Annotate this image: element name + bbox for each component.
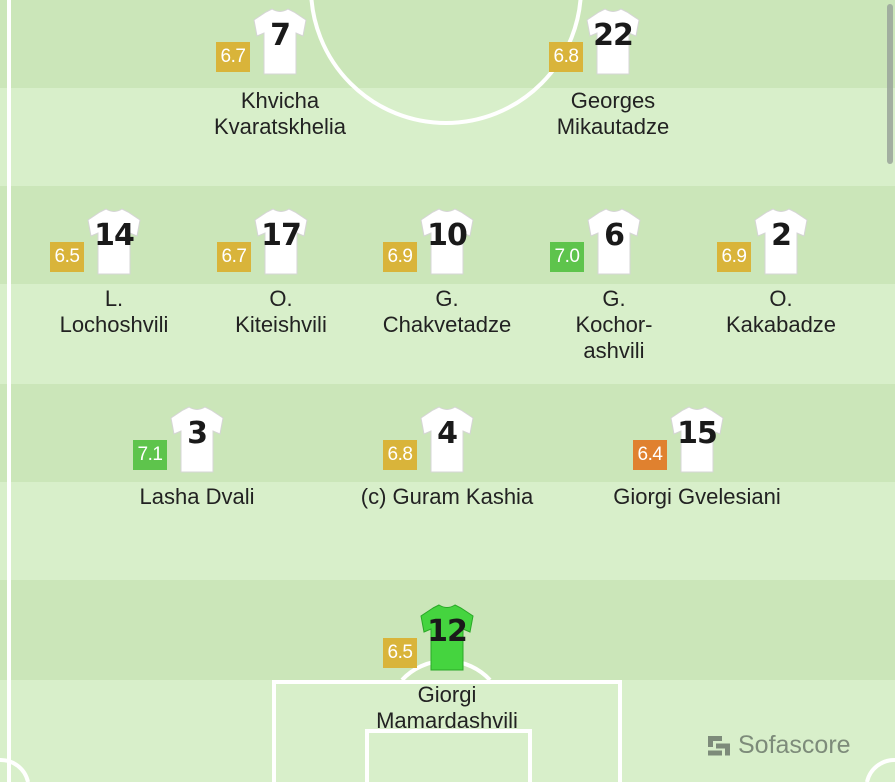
player-name: O.Kiteishvili [191, 286, 371, 338]
player-name: Giorgi Mamardashvili [357, 682, 537, 734]
pitch-stripe [0, 482, 895, 580]
player-shirt: 2 [751, 208, 811, 278]
player-name-line: Giorgi Gvelesiani [613, 484, 781, 509]
player-rating-badge: 6.5 [383, 638, 417, 668]
player-name-line: O. [269, 286, 293, 311]
player-rating-badge: 6.4 [633, 440, 667, 470]
player-rating-badge: 6.9 [717, 242, 751, 272]
player-shirt: 7 [250, 8, 310, 78]
player-shirt: 6 [584, 208, 644, 278]
shirt-icon [420, 604, 474, 671]
player-name-line: Kiteishvili [235, 312, 327, 337]
player-name-line: L. [104, 286, 124, 311]
shirt-number: 14 [94, 218, 135, 253]
shirt-icon [420, 208, 474, 275]
shirt-number: 15 [677, 416, 718, 451]
player-name-line: (c) Guram Kashia [360, 484, 534, 509]
shirt-number: 3 [187, 416, 208, 451]
player-name-line: Giorgi Mamardashvili [376, 682, 518, 733]
player-name: Georges Mikautadze [523, 88, 703, 140]
player-name-line: Georges Mikautadze [556, 88, 670, 139]
shirt-icon [670, 406, 724, 473]
player-rating-badge: 6.7 [217, 242, 251, 272]
player-shirt: 3 [167, 406, 227, 476]
player-name-line: Chakvetadze [382, 312, 512, 337]
shirt-number: 12 [427, 614, 468, 649]
player-name-line: ashvili [583, 338, 645, 363]
player-name: Khvicha Kvaratskhelia [190, 88, 370, 140]
pitch-stripe [0, 88, 895, 186]
shirt-number: 22 [593, 18, 634, 53]
shirt-number: 10 [427, 218, 468, 253]
player-name: L.Lochoshvili [24, 286, 204, 338]
scrollbar[interactable] [887, 4, 893, 164]
player-name: (c) Guram Kashia [357, 484, 537, 510]
player-name: Lasha Dvali [107, 484, 287, 510]
player-shirt: 14 [84, 208, 144, 278]
shirt-icon [587, 208, 641, 275]
shirt-number: 6 [604, 218, 625, 253]
player-rating-badge: 6.8 [549, 42, 583, 72]
player-shirt: 22 [583, 8, 643, 78]
player-name-line: G. [435, 286, 459, 311]
player-shirt: 12 [417, 604, 477, 674]
player-rating-badge: 6.9 [383, 242, 417, 272]
player-name-line: Lochoshvili [59, 312, 169, 337]
player-name-line: Kakabadze [725, 312, 837, 337]
sofascore-logo-icon [708, 736, 730, 756]
player-name-line: Kochor- [575, 312, 653, 337]
shirt-number: 17 [261, 218, 302, 253]
player-name-line: Khvicha Kvaratskhelia [213, 88, 347, 139]
shirt-icon [754, 208, 808, 275]
shirt-icon [254, 208, 308, 275]
player-name: O.Kakabadze [691, 286, 871, 338]
player-name-line: Lasha Dvali [139, 484, 255, 509]
player-rating-badge: 6.8 [383, 440, 417, 470]
player-shirt: 4 [417, 406, 477, 476]
player-rating-badge: 6.5 [50, 242, 84, 272]
player-rating-badge: 6.7 [216, 42, 250, 72]
player-rating-badge: 7.0 [550, 242, 584, 272]
shirt-icon [87, 208, 141, 275]
player-name: G.Kochor-ashvili [524, 286, 704, 364]
pitch-stripe [0, 284, 895, 384]
player-name: G.Chakvetadze [357, 286, 537, 338]
player-name: Giorgi Gvelesiani [607, 484, 787, 510]
pitch-stripe [0, 0, 895, 88]
player-name-line: G. [602, 286, 626, 311]
shirt-icon [253, 8, 307, 75]
shirt-number: 2 [771, 218, 792, 253]
shirt-number: 4 [437, 416, 458, 451]
shirt-icon [170, 406, 224, 473]
shirt-icon [586, 8, 640, 75]
player-shirt: 15 [667, 406, 727, 476]
player-name-line: O. [769, 286, 793, 311]
shirt-number: 7 [270, 18, 291, 53]
player-shirt: 17 [251, 208, 311, 278]
player-shirt: 10 [417, 208, 477, 278]
player-rating-badge: 7.1 [133, 440, 167, 470]
shirt-icon [420, 406, 474, 473]
sofascore-wordmark: Sofascore [738, 731, 851, 759]
